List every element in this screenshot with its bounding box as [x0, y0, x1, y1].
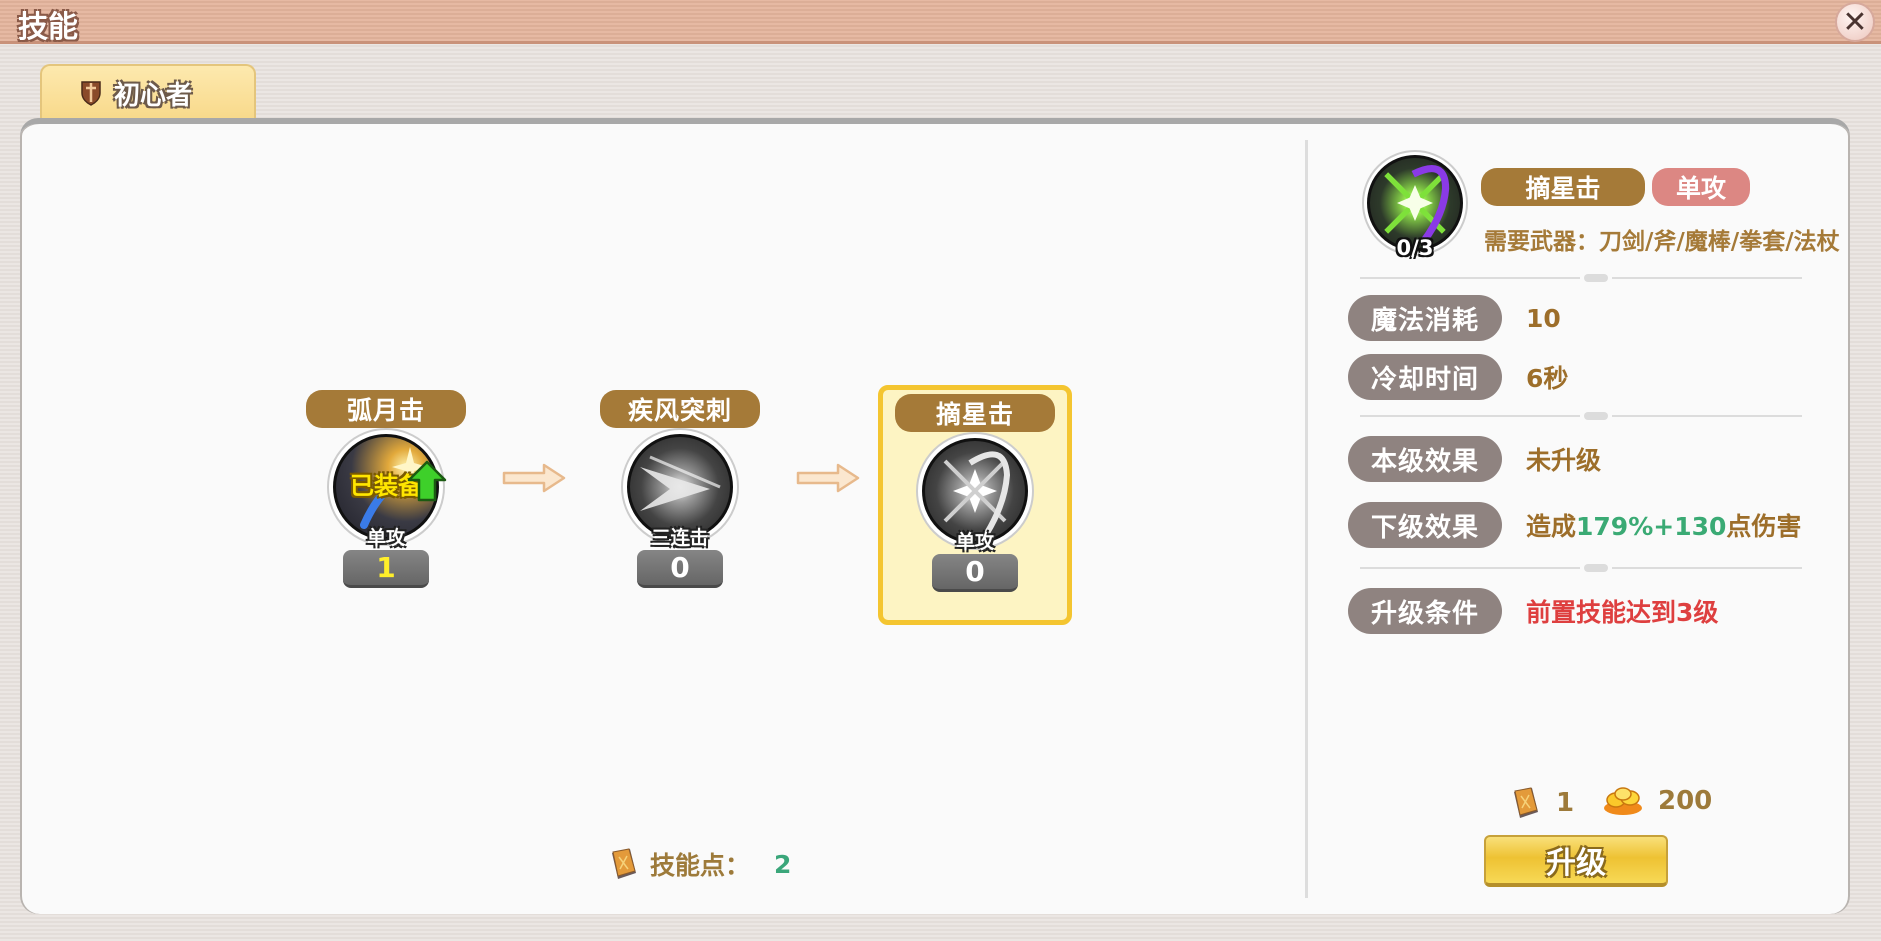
detail-row-next-effect: 下级效果 造成179%+130点伤害 [1348, 502, 1801, 548]
skill-level: 1 [343, 550, 429, 588]
row-value: 未升级 [1526, 446, 1602, 475]
skill-node-star-pick[interactable]: 摘星击 单攻 0 [878, 385, 1072, 625]
tab-beginner[interactable]: 初心者 [40, 64, 256, 120]
skill-level: 0 [637, 550, 723, 588]
separator [1350, 564, 1810, 572]
cost-book: 1 [1510, 786, 1574, 820]
row-label: 魔法消耗 [1348, 295, 1502, 341]
skill-points-label: 技能点： [650, 851, 751, 880]
skill-points-value: 2 [774, 849, 792, 879]
row-label: 下级效果 [1348, 502, 1502, 548]
skill-node-gale-thrust[interactable]: 疾风突刺 三连击 0 [590, 390, 770, 600]
skill-node-arc-moon[interactable]: 弧月击 已装备 单攻 1 [296, 390, 476, 600]
skill-icon[interactable]: 三连击 [621, 428, 739, 549]
skill-points: 技能点： 2 [608, 846, 791, 882]
shield-sword-icon [81, 81, 101, 106]
star-pick-icon [1384, 165, 1450, 243]
skill-name: 疾风突刺 [600, 390, 760, 428]
separator [1350, 412, 1810, 420]
skill-progress: 0/3 [1396, 236, 1434, 260]
close-button[interactable]: ✕ [1835, 2, 1875, 42]
arc-moon-icon [360, 447, 428, 529]
weapon-requirement: 需要武器：刀剑/斧/魔棒/拳套/法杖 [1484, 229, 1840, 255]
gale-thrust-icon [640, 455, 721, 511]
title-bar: 技能 ✕ [0, 0, 1881, 45]
panel-divider [1305, 140, 1308, 898]
arrow-right-icon [796, 463, 860, 493]
detail-row-cooldown: 冷却时间 6秒 [1348, 354, 1568, 400]
arrow-right-icon [502, 463, 566, 493]
upgrade-button[interactable]: 升级 [1484, 835, 1668, 887]
row-value: 造成179%+130点伤害 [1526, 512, 1802, 541]
cost-gold: 200 [1602, 786, 1712, 816]
tab-label: 初心者 [114, 80, 193, 111]
row-label: 升级条件 [1348, 588, 1502, 634]
skill-type: 单攻 [955, 531, 995, 553]
row-value: 10 [1526, 303, 1561, 333]
close-icon: ✕ [1842, 4, 1868, 40]
row-label: 本级效果 [1348, 436, 1502, 482]
skill-book-icon [612, 848, 636, 879]
detail-skill-type-badge: 单攻 [1652, 168, 1750, 206]
detail-skill-icon: 0/3 [1362, 150, 1468, 260]
skill-name: 摘星击 [895, 394, 1055, 432]
equipped-label: 已装备 [350, 472, 422, 500]
separator [1350, 274, 1810, 282]
skill-level: 0 [932, 554, 1018, 592]
gold-cost-value: 200 [1658, 786, 1713, 816]
book-cost-value: 1 [1556, 788, 1575, 818]
gold-coins-icon [1604, 787, 1642, 815]
skill-name: 弧月击 [306, 390, 466, 428]
row-value: 6秒 [1526, 364, 1569, 393]
damage-highlight: 179%+130 [1576, 512, 1727, 541]
skill-type: 单攻 [366, 527, 406, 549]
skill-icon[interactable]: 已装备 单攻 [327, 428, 447, 549]
detail-row-mana-cost: 魔法消耗 10 [1348, 295, 1561, 341]
row-value: 前置技能达到3级 [1526, 598, 1719, 627]
detail-row-current-effect: 本级效果 未升级 [1348, 436, 1601, 482]
detail-skill-name: 摘星击 [1481, 168, 1645, 206]
skill-book-icon [1514, 787, 1538, 818]
star-pick-icon [943, 451, 1011, 535]
window-title: 技能 [18, 10, 78, 45]
skill-icon[interactable]: 单攻 [916, 432, 1034, 553]
detail-row-upgrade-condition: 升级条件 前置技能达到3级 [1348, 588, 1718, 634]
skill-type: 三连击 [651, 527, 709, 549]
upgrade-available-icon [407, 460, 447, 502]
row-label: 冷却时间 [1348, 354, 1502, 400]
